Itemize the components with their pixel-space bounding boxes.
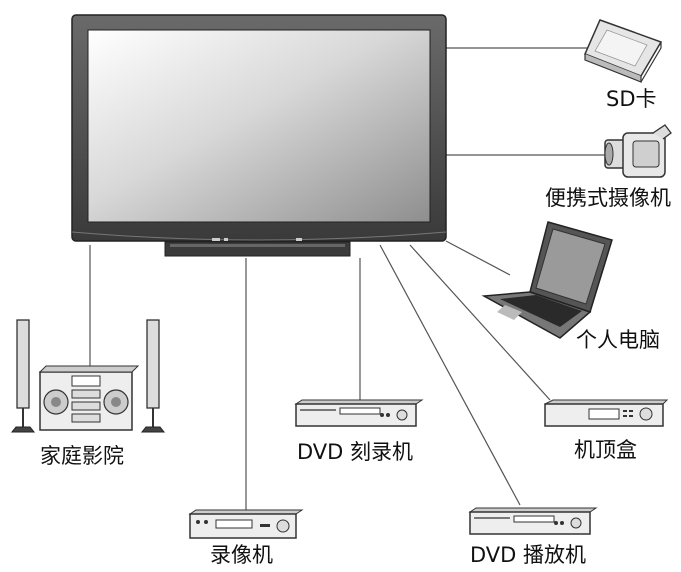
label-dvd-player: DVD 播放机 (470, 543, 587, 567)
vcr-icon (188, 509, 304, 539)
laptop-icon (481, 221, 613, 339)
sd-card-icon (583, 19, 663, 83)
camcorder-icon (604, 124, 672, 178)
label-camcorder: 便携式摄像机 (545, 186, 671, 210)
connection-lines (89, 47, 608, 510)
label-home-theater: 家庭影院 (40, 444, 124, 468)
label-vcr: 录像机 (210, 543, 273, 567)
label-sd-card: SD卡 (606, 87, 657, 111)
line-dvd-player (379, 244, 521, 506)
line-laptop (445, 240, 511, 276)
tv-set (71, 14, 447, 257)
label-laptop: 个人电脑 (576, 328, 660, 352)
set-top-box-icon (544, 399, 669, 427)
line-stb (409, 244, 551, 401)
dvd-recorder-icon (294, 399, 424, 427)
dvd-player-icon (468, 507, 598, 535)
home-theater-icon (10, 319, 166, 433)
label-stb: 机顶盒 (574, 438, 637, 462)
tv-screen (87, 29, 431, 223)
label-dvd-recorder: DVD 刻录机 (297, 440, 414, 464)
